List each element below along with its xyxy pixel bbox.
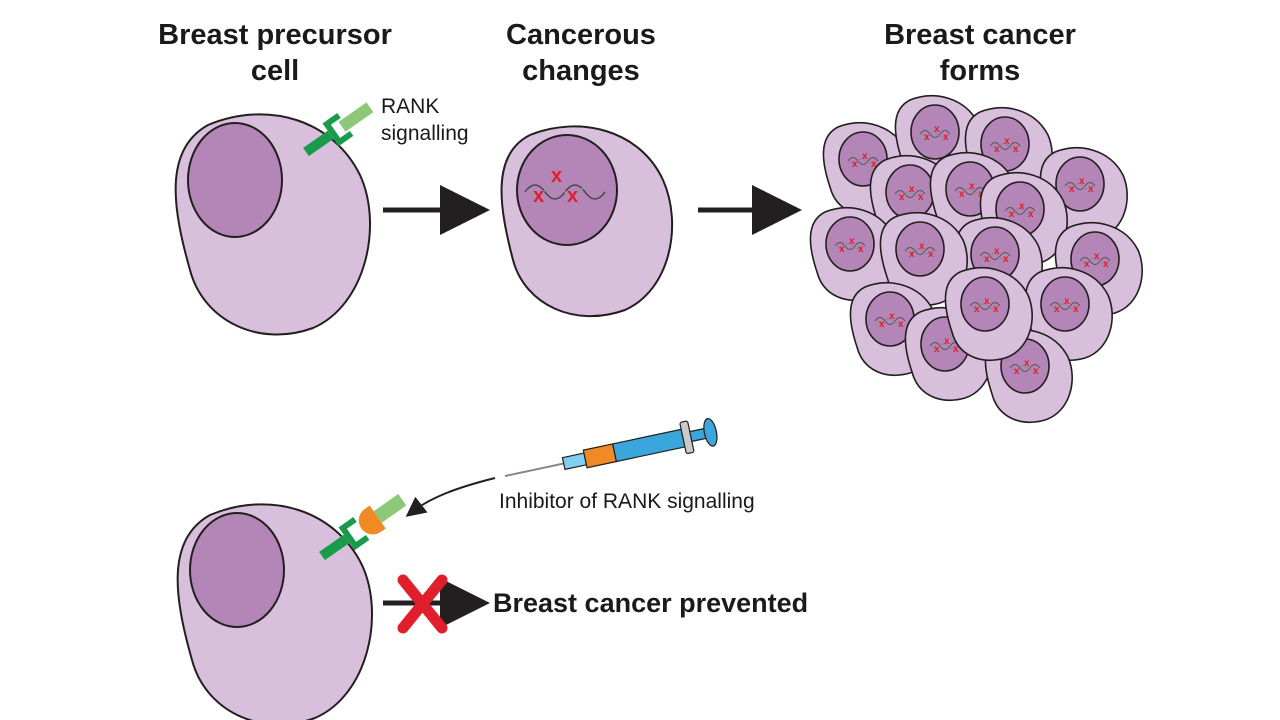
blocked-receptor-icon	[319, 494, 407, 561]
tumour-cluster	[809, 95, 1143, 423]
mutation-icon: x	[551, 165, 562, 187]
prevented-label: Breast cancer prevented	[493, 588, 808, 618]
title-changes-line2: changes	[522, 55, 640, 87]
title-forms-line1: Breast cancer	[884, 19, 1076, 51]
rank-receptor-icon	[303, 102, 374, 157]
cancer-cell	[944, 267, 1033, 361]
precursor-cell	[174, 113, 372, 336]
syringe-icon	[504, 417, 718, 477]
rank-label-line2: signalling	[381, 122, 469, 145]
mutation-icon: x	[533, 185, 544, 207]
title-precursor-line2: cell	[251, 55, 299, 87]
rank-label-line1: RANK	[381, 95, 439, 118]
cancerous-cell: x x x	[500, 125, 674, 318]
title-changes-line1: Cancerous	[506, 19, 656, 51]
red-x-icon	[397, 574, 448, 634]
mutation-icon: x	[567, 185, 578, 207]
pointer-arrow-icon	[405, 477, 496, 517]
title-forms-line2: forms	[940, 55, 1021, 87]
title-precursor-line1: Breast precursor	[158, 19, 392, 51]
inhibitor-label: Inhibitor of RANK signalling	[499, 490, 755, 513]
